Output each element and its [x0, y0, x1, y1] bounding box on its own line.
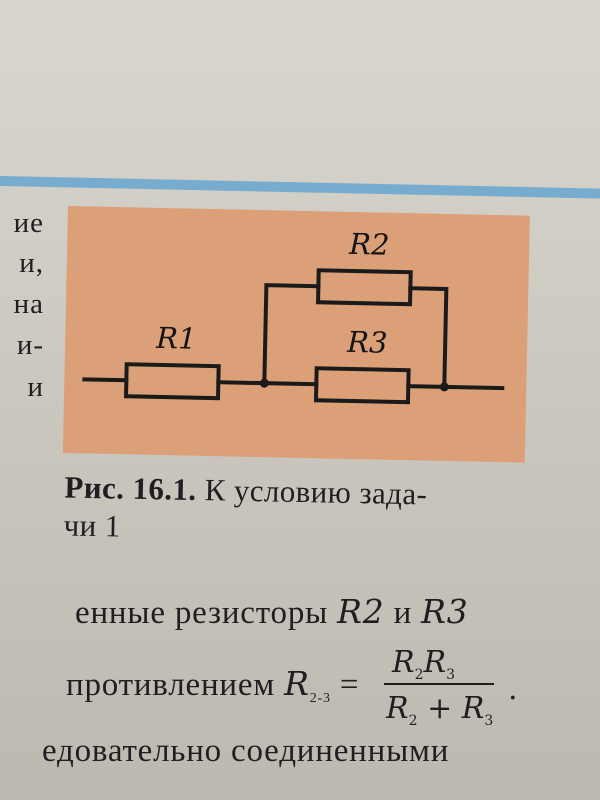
r3-label: R3	[346, 324, 388, 360]
upper-left-branch-wire	[262, 283, 321, 386]
parallel-resistance-formula: R2R3 R2 + R3 .	[380, 642, 520, 729]
r2-label: R2	[348, 226, 390, 262]
caption-line-2: чи 1	[63, 507, 122, 544]
caption-line-1: К условию зада-	[204, 472, 428, 512]
resistor-r3	[313, 366, 411, 405]
r23-symbol: R	[284, 664, 310, 703]
left-fragment-3: на	[13, 288, 44, 320]
equals-sign: =	[330, 667, 360, 703]
circuit-diagram	[82, 268, 505, 405]
r3-inline: R3	[421, 592, 469, 631]
figure-caption: Рис. 16.1. К условию зада- чи 1	[63, 468, 534, 559]
upper-right-branch-wire	[408, 286, 449, 389]
left-fragment-4: и-	[16, 329, 44, 361]
r23-subscript: 2-3	[309, 691, 331, 706]
fraction-line	[384, 683, 494, 685]
right-junction-node	[439, 382, 449, 392]
r1-to-node-wire	[216, 380, 267, 386]
paragraph-line-2: противлением R2-3 =	[66, 664, 359, 707]
input-wire	[82, 377, 129, 383]
faded-top-text	[183, 85, 467, 164]
r2-inline: R2	[337, 592, 385, 631]
left-fragment-2: и,	[19, 247, 44, 279]
paragraph-line-1-mid: и	[384, 595, 422, 631]
paragraph-line-2-text: противлением	[66, 667, 285, 703]
left-junction-node	[259, 378, 269, 388]
output-wire	[406, 384, 505, 391]
left-fragment-5: и	[27, 371, 44, 403]
left-fragment-1: ие	[13, 207, 44, 239]
formula-terminator: .	[508, 672, 518, 707]
formula-denominator: R2 + R3	[386, 691, 494, 729]
resistor-r1	[123, 362, 221, 401]
paragraph-line-1-text: енные резисторы	[75, 595, 338, 631]
caption-prefix: Рис. 16.1.	[64, 469, 197, 508]
paragraph-line-3: едовательно соединенными	[42, 733, 450, 769]
resistor-r2	[315, 268, 413, 307]
r1-label: R1	[155, 320, 197, 356]
circuit-figure: R1 R2 R3	[62, 206, 530, 463]
blue-divider	[0, 176, 600, 199]
lower-left-branch-wire	[262, 381, 319, 387]
paragraph-line-1: енные резисторы R2 и R3	[75, 592, 469, 632]
formula-numerator: R2R3	[392, 645, 456, 683]
